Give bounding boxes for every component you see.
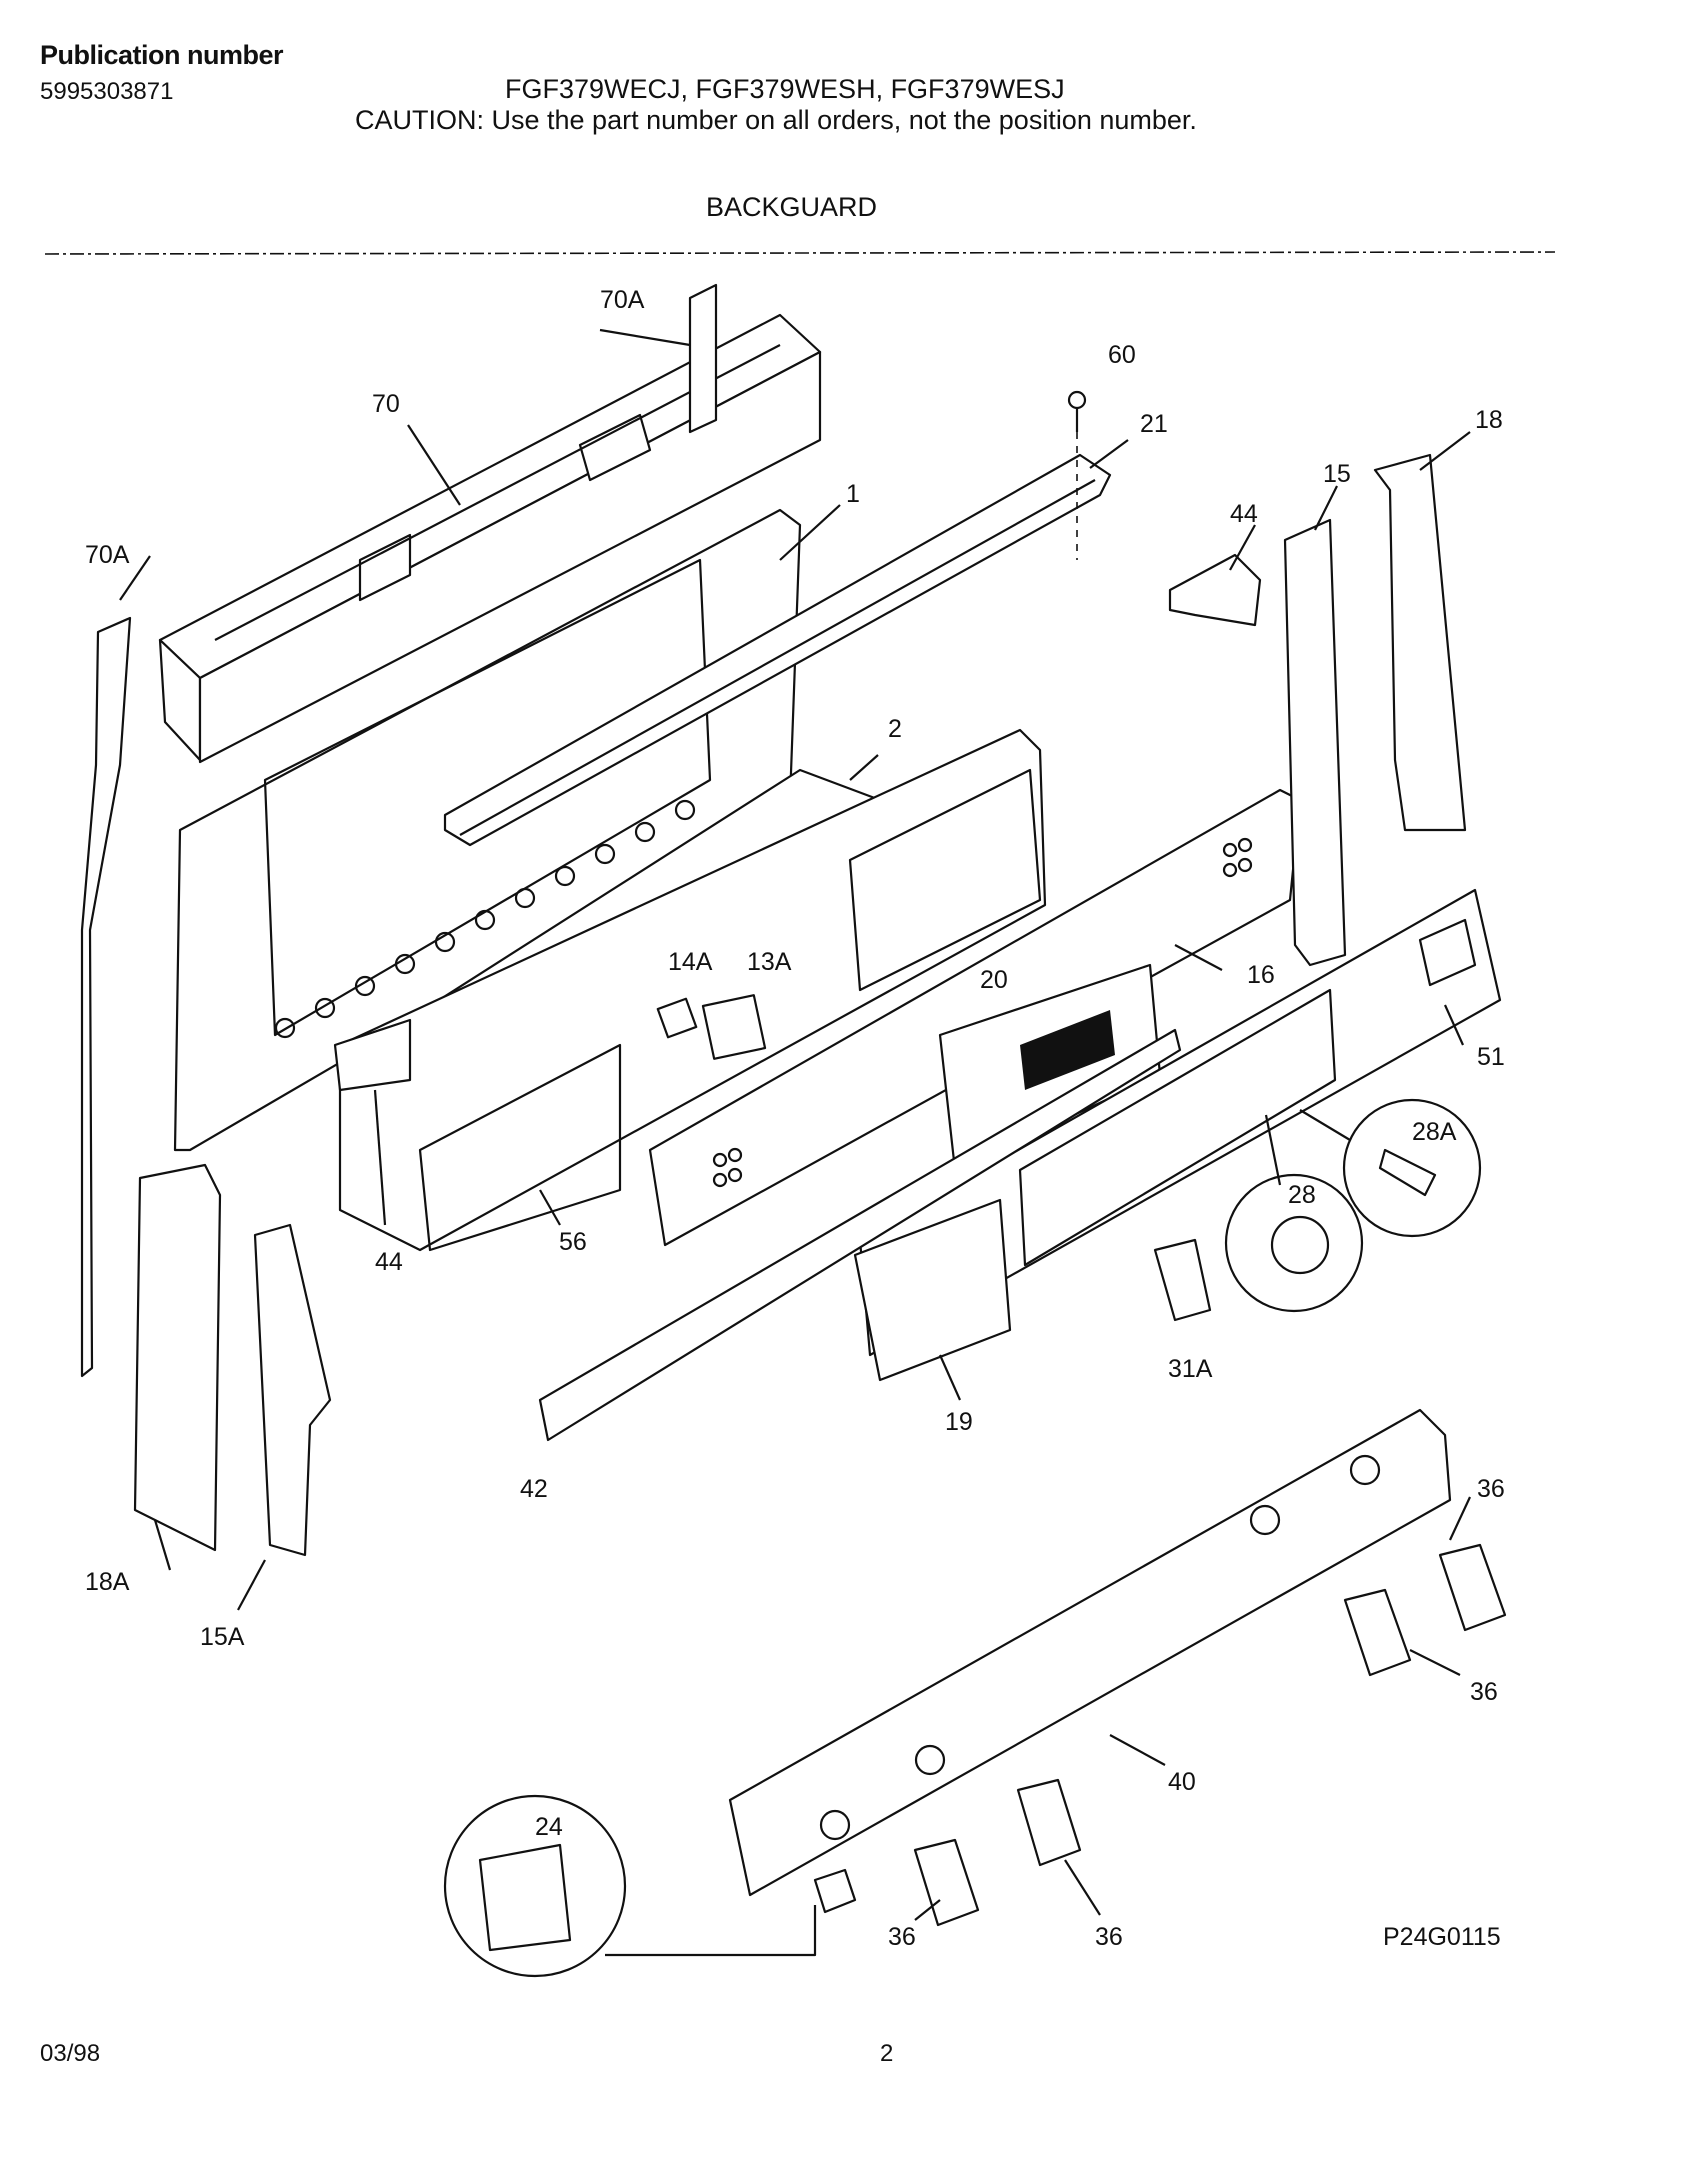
part-40-manifold-panel	[728, 1408, 1452, 1897]
callout-1: 1	[846, 480, 860, 508]
part-13A-switch	[701, 994, 767, 1060]
callout-70: 70	[372, 390, 400, 418]
callout-28: 28	[1288, 1181, 1316, 1209]
part-28-knob-detail	[1224, 1173, 1364, 1313]
part-36-knob-b	[1343, 1588, 1412, 1677]
publication-number: 5995303871	[40, 78, 174, 105]
callout-28A: 28A	[1412, 1118, 1457, 1146]
callout-14A: 14A	[668, 948, 713, 976]
callout-20: 20	[980, 966, 1008, 994]
callout-2: 2	[888, 715, 902, 743]
part-14A-switch	[656, 997, 698, 1039]
callout-31A: 31A	[1168, 1355, 1213, 1383]
header-rule	[44, 251, 1556, 255]
part-42-rail	[538, 1028, 1182, 1442]
callout-51: 51	[1477, 1043, 1505, 1071]
callout-60: 60	[1108, 341, 1136, 369]
callout-56: 56	[559, 1228, 587, 1256]
part-19-glass	[853, 1198, 1012, 1382]
callout-70A-top: 70A	[600, 286, 645, 314]
part-21-channel	[443, 453, 1112, 847]
model-numbers: FGF379WECJ, FGF379WESH, FGF379WESJ	[505, 74, 1065, 104]
part-36-knob-c	[1016, 1778, 1082, 1867]
callout-13A: 13A	[747, 948, 792, 976]
callout-19: 19	[945, 1408, 973, 1436]
part-44-left-clip	[333, 1018, 412, 1092]
part-70A-left-strip	[80, 616, 132, 1378]
callout-18: 18	[1475, 406, 1503, 434]
figure-id: P24G0115	[1383, 1923, 1501, 1951]
part-24-switch	[813, 1868, 857, 1914]
part-28A-knob-insert-detail	[1342, 1098, 1482, 1238]
callout-70A-left: 70A	[85, 541, 130, 569]
part-70-vent-trim	[158, 313, 822, 764]
callout-16: 16	[1247, 961, 1275, 989]
callout-42: 42	[520, 1475, 548, 1503]
page-number: 2	[880, 2040, 894, 2067]
callout-36-a: 36	[1477, 1475, 1505, 1503]
part-24-switch-detail	[443, 1794, 627, 1978]
callout-21: 21	[1140, 410, 1168, 438]
callout-15A: 15A	[200, 1623, 245, 1651]
part-44-right-clip	[1168, 553, 1262, 627]
part-56-inner-panel	[338, 728, 1047, 1252]
callout-36-d: 36	[1095, 1923, 1123, 1951]
part-18A-left-endcap	[133, 1163, 222, 1552]
part-60-screw	[1067, 390, 1087, 560]
footer-date: 03/98	[40, 2040, 101, 2067]
callout-15: 15	[1323, 460, 1351, 488]
section-title: BACKGUARD	[706, 192, 878, 222]
callout-44-right: 44	[1230, 500, 1258, 528]
caution-note: CAUTION: Use the part number on all orde…	[355, 105, 1197, 135]
part-31A-knob	[1153, 1238, 1212, 1322]
part-15A-left-bracket	[253, 1223, 332, 1557]
part-36-knob-a	[1438, 1543, 1507, 1632]
part-36-knob-d	[913, 1838, 980, 1927]
callout-24: 24	[535, 1813, 563, 1841]
callout-18A: 18A	[85, 1568, 130, 1596]
callout-36-c: 36	[888, 1923, 916, 1951]
leader-lines	[119, 328, 1471, 1921]
callout-44-left: 44	[375, 1248, 403, 1276]
part-70A-top-strip	[688, 283, 718, 434]
callout-36-b: 36	[1470, 1678, 1498, 1706]
callout-labels: 70A 70 60 21 18 15 1 44 70A 2 14A 13A 20…	[85, 286, 1505, 1951]
part-15-right-bracket	[1283, 518, 1347, 967]
callout-40: 40	[1168, 1768, 1196, 1796]
part-18-right-endcap	[1373, 453, 1467, 832]
publication-label: Publication number	[40, 40, 284, 70]
